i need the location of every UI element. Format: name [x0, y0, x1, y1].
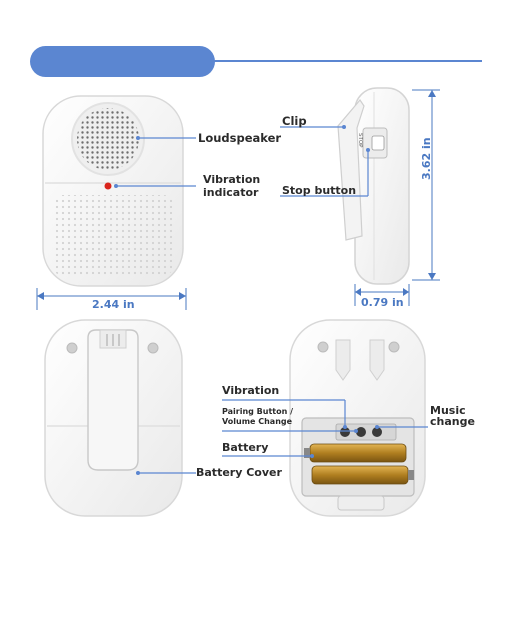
stop-button-label: Stop button	[282, 184, 356, 197]
height-dimension-label: 3.62 in	[420, 137, 433, 180]
front-device	[43, 96, 183, 286]
clip-label: Clip	[282, 114, 307, 128]
width-dimension-label: 2.44 in	[92, 298, 135, 311]
svg-text:STOP: STOP	[357, 133, 363, 148]
music-change-label: Music change	[430, 405, 475, 427]
battery-label: Battery	[222, 441, 268, 454]
depth-dimension-label: 0.79 in	[361, 296, 404, 309]
vibration-indicator-led	[105, 183, 112, 190]
loudspeaker-label: Loudspeaker	[198, 131, 281, 145]
vibration-label: Vibration	[222, 384, 279, 397]
battery-cover-label: Battery Cover	[196, 466, 282, 479]
vibration-indicator-label: Vibration indicator	[203, 173, 260, 199]
back-device	[45, 320, 182, 516]
pairing-button-label: Pairing Button / Volume Change	[222, 407, 293, 427]
open-device	[290, 320, 425, 516]
height-dimension-line	[412, 90, 440, 280]
